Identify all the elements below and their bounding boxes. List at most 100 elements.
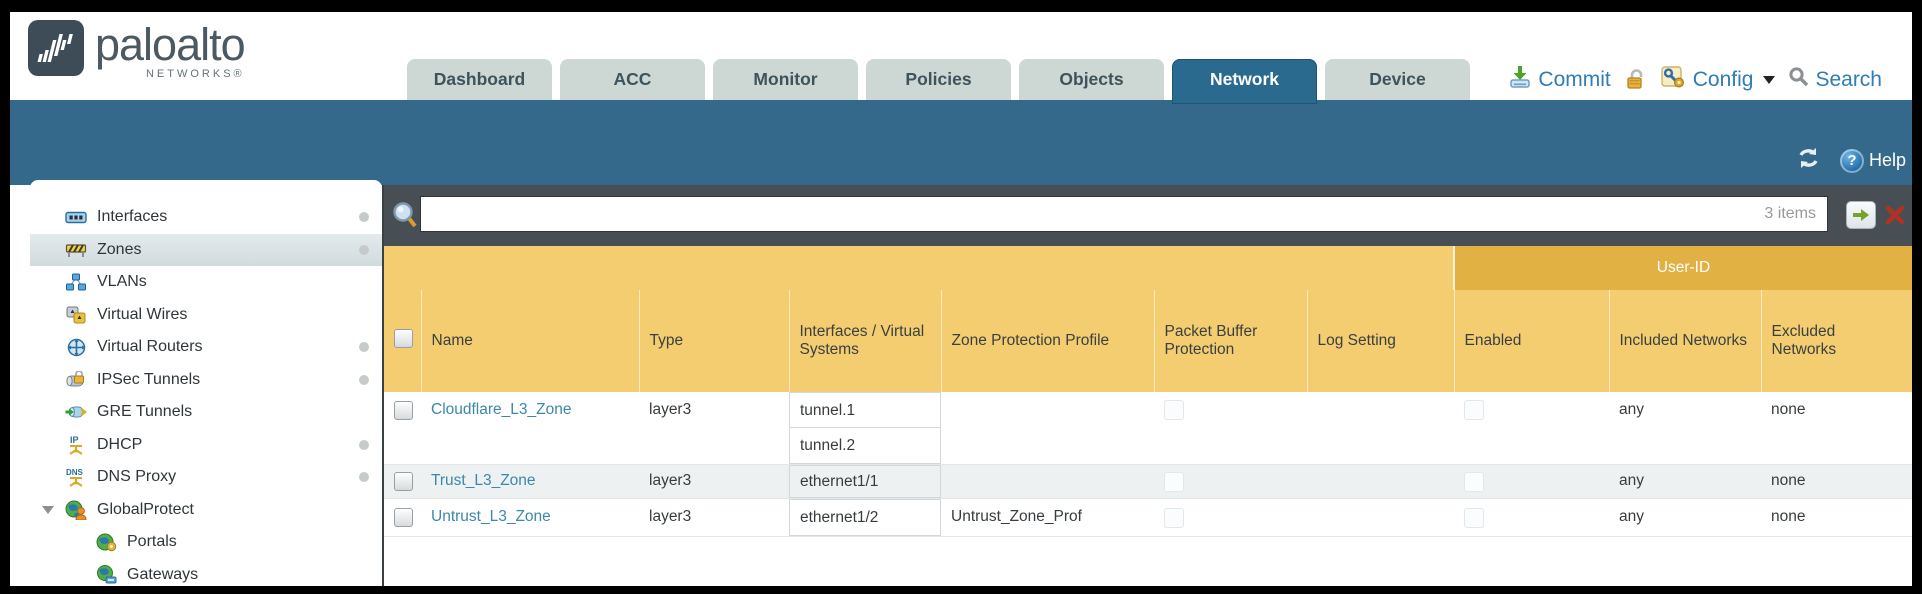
zone-interface: ethernet1/2 xyxy=(789,499,941,536)
vlans-icon xyxy=(64,273,88,291)
column-header-interfaces[interactable]: Interfaces / Virtual Systems xyxy=(788,290,941,392)
globalprotect-icon xyxy=(64,500,88,520)
zone-name-link[interactable]: Cloudflare_L3_Zone xyxy=(431,401,572,418)
column-header-log-setting[interactable]: Log Setting xyxy=(1306,290,1454,392)
zone-interface: ethernet1/1 xyxy=(789,465,941,498)
status-dot xyxy=(359,244,369,255)
main-content: 3 items User-ID Name xyxy=(382,185,1912,586)
lock-icon[interactable] xyxy=(1624,68,1647,92)
gre-tunnels-icon xyxy=(64,404,88,420)
expand-triangle-icon[interactable] xyxy=(42,505,54,514)
column-header-zone-protection-profile[interactable]: Zone Protection Profile xyxy=(940,290,1154,392)
sidebar-item-gre-tunnels[interactable]: GRE Tunnels xyxy=(30,396,382,429)
dns-proxy-icon: DNS xyxy=(64,467,88,488)
status-dot xyxy=(359,342,369,353)
column-header-packet-buffer-protection[interactable]: Packet Buffer Protection xyxy=(1153,290,1307,392)
logo-networks-text: NETWORKS® xyxy=(145,68,245,80)
sidebar-item-label: DNS Proxy xyxy=(97,468,177,486)
row-checkbox[interactable] xyxy=(394,508,413,527)
column-header-type[interactable]: Type xyxy=(638,290,789,392)
chevron-down-icon xyxy=(1763,75,1776,84)
zone-interface: tunnel.2 xyxy=(789,428,941,464)
packet-buffer-protection-checkbox[interactable] xyxy=(1164,472,1184,492)
search-label: Search xyxy=(1815,67,1882,91)
zone-type: layer3 xyxy=(649,508,692,525)
status-dot xyxy=(359,374,369,385)
tab-acc[interactable]: ACC xyxy=(560,59,705,100)
sidebar-item-label: Virtual Routers xyxy=(97,338,203,356)
column-header-excluded-networks[interactable]: Excluded Networks xyxy=(1760,290,1912,392)
excluded-networks: none xyxy=(1771,401,1806,418)
sidebar-item-label: DHCP xyxy=(97,435,143,453)
commit-icon xyxy=(1508,65,1532,95)
tab-dashboard[interactable]: Dashboard xyxy=(407,59,552,100)
zone-name-link[interactable]: Trust_L3_Zone xyxy=(431,472,536,489)
dhcp-icon: IP xyxy=(64,435,88,455)
user-id-enabled-checkbox[interactable] xyxy=(1464,508,1484,528)
column-header-enabled[interactable]: Enabled xyxy=(1453,290,1609,392)
zones-icon xyxy=(64,242,88,258)
zones-table: User-ID Name Type Interfaces / Virtual S… xyxy=(384,246,1912,537)
config-icon xyxy=(1660,64,1687,95)
excluded-networks: none xyxy=(1771,508,1806,525)
sidebar-item-globalprotect[interactable]: GlobalProtect xyxy=(30,494,382,527)
commit-label: Commit xyxy=(1538,67,1611,91)
sidebar-item-gateways[interactable]: Gateways xyxy=(30,559,382,587)
items-count-badge: 3 items xyxy=(1764,205,1816,222)
row-checkbox[interactable] xyxy=(394,472,413,491)
refresh-icon[interactable] xyxy=(1795,145,1822,176)
filter-toolbar: 3 items xyxy=(384,185,1912,246)
sidebar-item-dhcp[interactable]: IP DHCP xyxy=(30,429,382,462)
sidebar-item-portals[interactable]: Portals xyxy=(30,526,382,559)
search-menu[interactable]: Search xyxy=(1788,66,1882,93)
included-networks: any xyxy=(1619,508,1644,525)
utility-bar: Commit xyxy=(1508,64,1882,95)
help-icon: ? xyxy=(1839,148,1864,173)
main-nav-tabs: Dashboard ACC Monitor Policies Objects N… xyxy=(407,59,1470,104)
filter-input[interactable] xyxy=(420,196,1828,232)
row-checkbox[interactable] xyxy=(394,401,413,420)
sidebar-item-virtual-routers[interactable]: Virtual Routers xyxy=(30,331,382,364)
gateways-icon xyxy=(94,565,118,584)
zone-type: layer3 xyxy=(649,401,692,418)
sidebar-item-zones[interactable]: Zones xyxy=(30,233,382,266)
sidebar-item-label: Zones xyxy=(97,240,142,258)
sidebar-item-label: Virtual Wires xyxy=(97,305,188,323)
app-window: paloalto NETWORKS® Dashboard ACC Monitor… xyxy=(10,12,1912,586)
teal-band: ? Help xyxy=(10,100,1912,185)
sidebar-item-virtual-wires[interactable]: Virtual Wires xyxy=(30,299,382,332)
sidebar-item-interfaces[interactable]: Interfaces xyxy=(30,201,382,234)
sidebar-item-label: IPSec Tunnels xyxy=(97,370,201,388)
sidebar-item-label: Interfaces xyxy=(97,208,168,226)
clear-filter-button[interactable] xyxy=(1880,201,1910,229)
user-id-enabled-checkbox[interactable] xyxy=(1464,400,1484,420)
filter-search-icon xyxy=(391,200,419,235)
svg-text:DNS: DNS xyxy=(66,468,84,477)
tab-monitor[interactable]: Monitor xyxy=(713,59,858,100)
tab-objects[interactable]: Objects xyxy=(1019,59,1164,100)
sidebar-item-dns-proxy[interactable]: DNS DNS Proxy xyxy=(30,461,382,494)
user-id-enabled-checkbox[interactable] xyxy=(1464,472,1484,492)
column-header-included-networks[interactable]: Included Networks xyxy=(1608,290,1761,392)
sidebar-item-vlans[interactable]: VLANs xyxy=(30,266,382,299)
header-spacer xyxy=(384,246,1454,290)
packet-buffer-protection-checkbox[interactable] xyxy=(1164,400,1184,420)
virtual-routers-icon xyxy=(64,338,88,357)
sidebar-item-ipsec-tunnels[interactable]: IPSec Tunnels xyxy=(30,364,382,397)
select-all-checkbox[interactable] xyxy=(394,329,413,348)
column-header-name[interactable]: Name xyxy=(420,290,639,392)
config-menu[interactable]: Config xyxy=(1660,64,1776,95)
tab-policies[interactable]: Policies xyxy=(866,59,1011,100)
packet-buffer-protection-checkbox[interactable] xyxy=(1164,508,1184,528)
logo-wordmark: paloalto xyxy=(95,19,246,70)
apply-filter-button[interactable] xyxy=(1846,201,1876,229)
tab-network[interactable]: Network xyxy=(1172,59,1317,104)
help-button[interactable]: ? Help xyxy=(1839,148,1906,173)
commit-button[interactable]: Commit xyxy=(1508,65,1611,95)
config-label: Config xyxy=(1692,67,1754,91)
help-label: Help xyxy=(1868,150,1906,170)
tab-device[interactable]: Device xyxy=(1325,59,1470,100)
zone-name-link[interactable]: Untrust_L3_Zone xyxy=(431,508,551,525)
table-row: Untrust_L3_Zone layer3 ethernet1/2 Untru… xyxy=(384,498,1912,537)
sidebar-item-label: Gateways xyxy=(127,565,199,583)
